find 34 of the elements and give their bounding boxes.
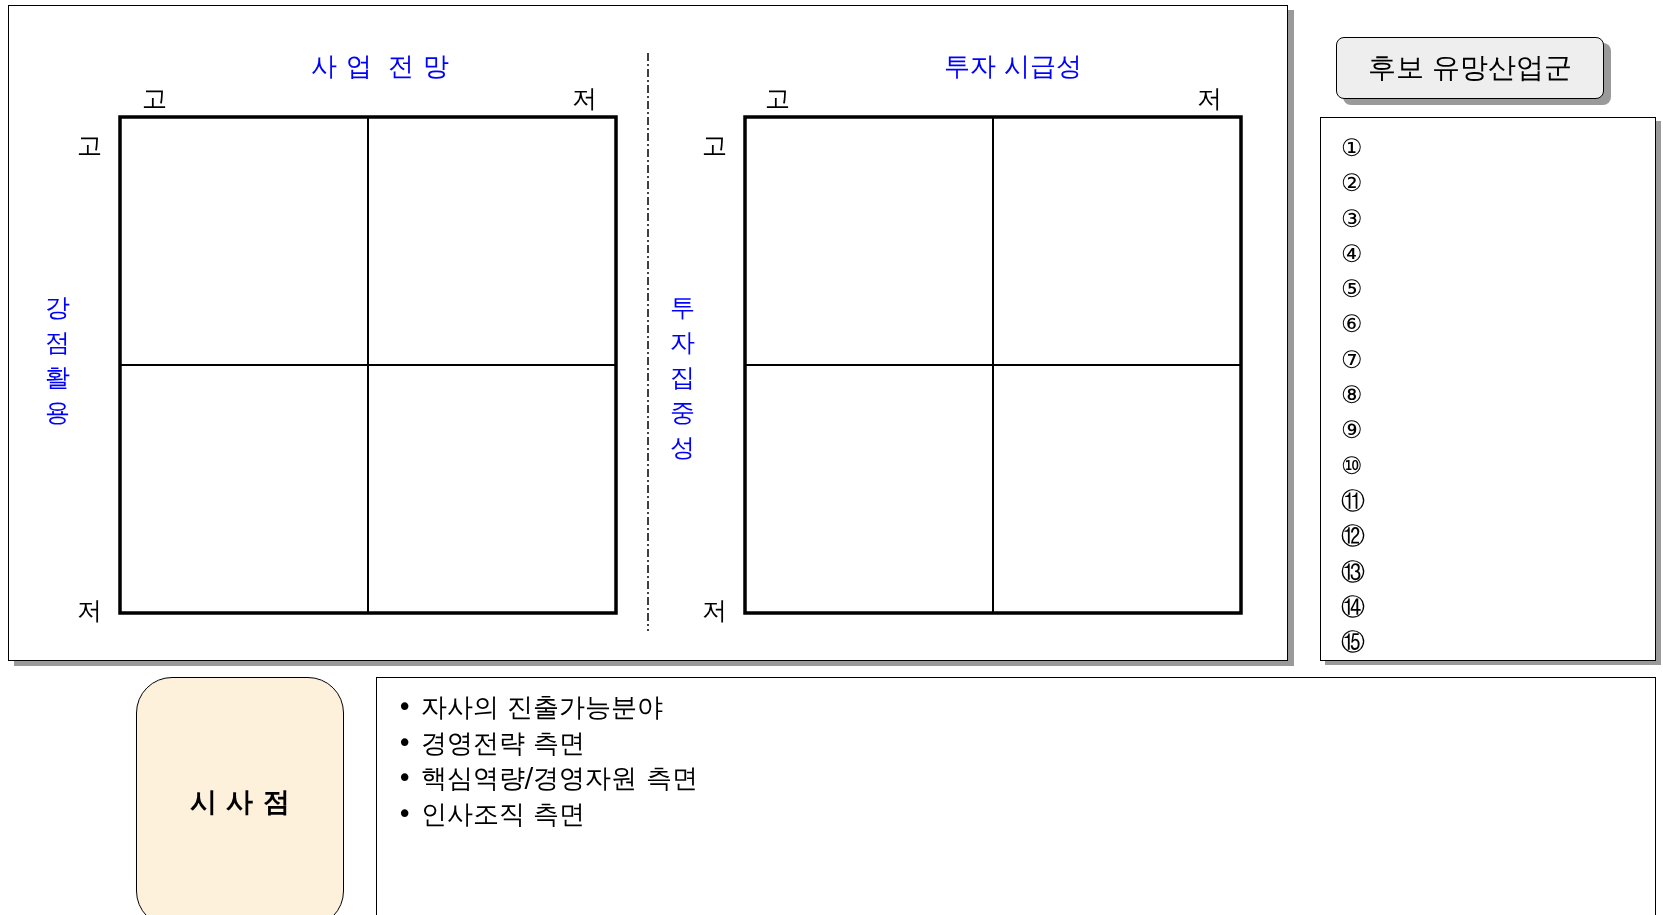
bullet-item: • 핵심역량/경영자원 측면 [397, 762, 698, 795]
list-number: ④ [1341, 238, 1363, 270]
scale-label: 고 [141, 82, 167, 115]
list-number: ⑫ [1341, 521, 1365, 553]
list-number: ③ [1341, 203, 1363, 235]
rounded-box [136, 677, 344, 915]
scale-label: 고 [76, 129, 102, 162]
list-number: ⑨ [1341, 415, 1363, 447]
scale-label: 고 [764, 82, 790, 115]
scale-label: 고 [701, 129, 727, 162]
list-number: ⑤ [1341, 274, 1363, 306]
box-title: 시 사 점 [190, 785, 290, 819]
list-number: ⑧ [1341, 380, 1363, 412]
list-number: ⑥ [1341, 309, 1363, 341]
list-number: ⑩ [1341, 450, 1363, 482]
scale-label: 저 [76, 594, 102, 627]
bullet-item: • 인사조직 측면 [397, 797, 585, 831]
bullet-item: • 자사의 진출가능분야 [397, 691, 663, 724]
notes-panel [376, 677, 1656, 915]
axis-title: 투자 시급성 [943, 49, 1083, 83]
bullet-item: • 경영전략 측면 [397, 726, 585, 760]
axis-label: 투자집중성 [669, 292, 695, 464]
list-number: ⑭ [1341, 591, 1365, 623]
list-number: ② [1341, 168, 1363, 200]
scale-label: 저 [1196, 82, 1222, 115]
list-number: ⑮ [1341, 627, 1365, 659]
scale-label: 저 [571, 82, 597, 115]
list-number: ⑪ [1341, 485, 1365, 517]
list-number: ⑬ [1341, 556, 1365, 588]
axis-label: 강점 활용 [44, 292, 70, 429]
axis-title: 사 업 전 망 [311, 49, 449, 83]
list-number: ⑦ [1341, 344, 1363, 376]
list-number: ① [1341, 133, 1363, 164]
scale-label: 저 [701, 594, 727, 627]
